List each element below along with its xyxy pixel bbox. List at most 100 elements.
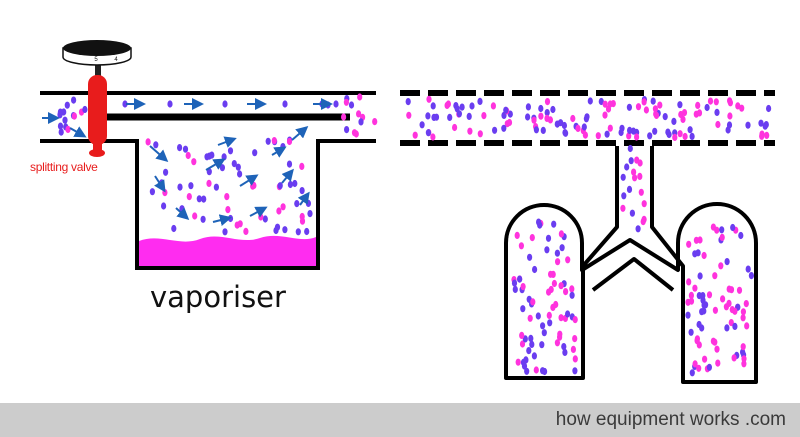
lungs-outline (504, 146, 758, 384)
gas-molecule (759, 132, 765, 140)
vaporiser-label: vaporiser (150, 280, 286, 314)
gas-molecule (538, 112, 544, 120)
gas-molecule (185, 151, 191, 160)
gas-molecule (447, 113, 453, 121)
gas-molecule (506, 118, 513, 127)
flow-arrow (281, 168, 294, 184)
gas-molecule (348, 101, 355, 109)
gas-molecule (546, 288, 552, 296)
gas-molecule (727, 99, 734, 107)
gas-molecule (555, 258, 561, 266)
gas-molecule (57, 122, 64, 130)
gas-molecule (677, 130, 683, 138)
gas-molecule (697, 236, 703, 244)
gas-molecule (231, 160, 237, 168)
gas-molecule (762, 122, 768, 130)
gas-molecule (657, 101, 663, 109)
gas-molecule (511, 279, 518, 287)
gas-molecule (572, 367, 578, 375)
gas-molecule (258, 213, 264, 221)
gas-molecule (533, 366, 539, 374)
gas-molecule (492, 126, 498, 134)
gas-molecule (702, 355, 708, 363)
gas-molecule (728, 319, 734, 327)
gas-molecule (689, 132, 695, 140)
gas-molecule (712, 272, 718, 280)
gas-molecule (351, 129, 358, 137)
gas-molecule (713, 98, 719, 106)
gas-molecule (743, 300, 749, 308)
gas-molecule (635, 225, 641, 233)
flow-arrow (291, 126, 309, 141)
gas-molecule (469, 102, 475, 110)
gas-molecule (286, 137, 293, 146)
gas-molecule (665, 128, 671, 136)
gas-molecule (701, 301, 707, 309)
gas-molecule (692, 360, 698, 368)
gas-molecule (758, 119, 764, 127)
gas-molecule (620, 204, 626, 212)
gas-molecule (697, 272, 703, 280)
gas-molecule (551, 279, 558, 288)
gas-molecule (570, 114, 576, 123)
footer-bar: how equipment works .com (0, 403, 800, 437)
gas-molecule (177, 183, 183, 191)
gas-molecule (631, 168, 637, 176)
gas-molecule (333, 100, 339, 108)
gas-molecule (686, 240, 692, 248)
gas-molecule (741, 355, 747, 363)
gas-molecule (740, 308, 747, 316)
gas-molecule (426, 95, 432, 103)
gas-molecule (282, 226, 288, 234)
gas-molecule (518, 242, 525, 250)
gas-molecule (529, 234, 535, 242)
gas-molecule (431, 113, 437, 121)
gas-molecule (715, 120, 721, 129)
gas-molecule (701, 251, 707, 260)
gas-molecule (477, 130, 483, 138)
gas-molecule (561, 121, 568, 130)
gas-molecule (719, 233, 725, 241)
gas-molecule (524, 367, 530, 375)
gas-molecule (304, 227, 310, 236)
flow-arrow (239, 174, 259, 187)
gas-molecule (740, 314, 746, 322)
gas-molecule (544, 246, 550, 254)
gas-molecule (640, 218, 646, 226)
gas-molecule (662, 113, 668, 121)
gas-molecule (714, 345, 720, 353)
gas-molecule (182, 145, 189, 153)
dial-mark-5: 5 (94, 57, 98, 63)
gas-molecule (726, 299, 732, 307)
gas-molecule (554, 120, 560, 128)
gas-molecule (356, 110, 362, 118)
gas-molecule (569, 291, 575, 299)
gas-molecule (525, 103, 532, 111)
flow-arrow (271, 146, 287, 158)
splitting-valve[interactable] (88, 64, 107, 157)
gas-molecule (554, 249, 561, 257)
gas-molecule (145, 138, 151, 146)
gas-molecule (71, 96, 77, 104)
gas-molecule (630, 127, 637, 135)
valve-dial[interactable]: 5 4 (62, 40, 132, 66)
gas-molecule (565, 310, 571, 318)
gas-molecule (177, 144, 183, 152)
gas-molecule (527, 314, 533, 322)
gas-molecule (517, 275, 523, 283)
gas-molecule (252, 149, 258, 157)
gas-molecule (634, 133, 640, 141)
gas-molecule (744, 322, 750, 330)
gas-molecule (213, 183, 219, 191)
gas-molecule (520, 305, 526, 313)
gas-molecule (550, 105, 556, 114)
gas-molecule (405, 98, 411, 106)
gas-molecule (714, 108, 720, 116)
gas-molecule (71, 112, 77, 120)
gas-molecule (572, 355, 578, 363)
gas-molecule (696, 364, 702, 372)
gas-molecule (638, 188, 644, 196)
gas-molecule (694, 335, 701, 343)
gas-molecule (192, 212, 198, 220)
